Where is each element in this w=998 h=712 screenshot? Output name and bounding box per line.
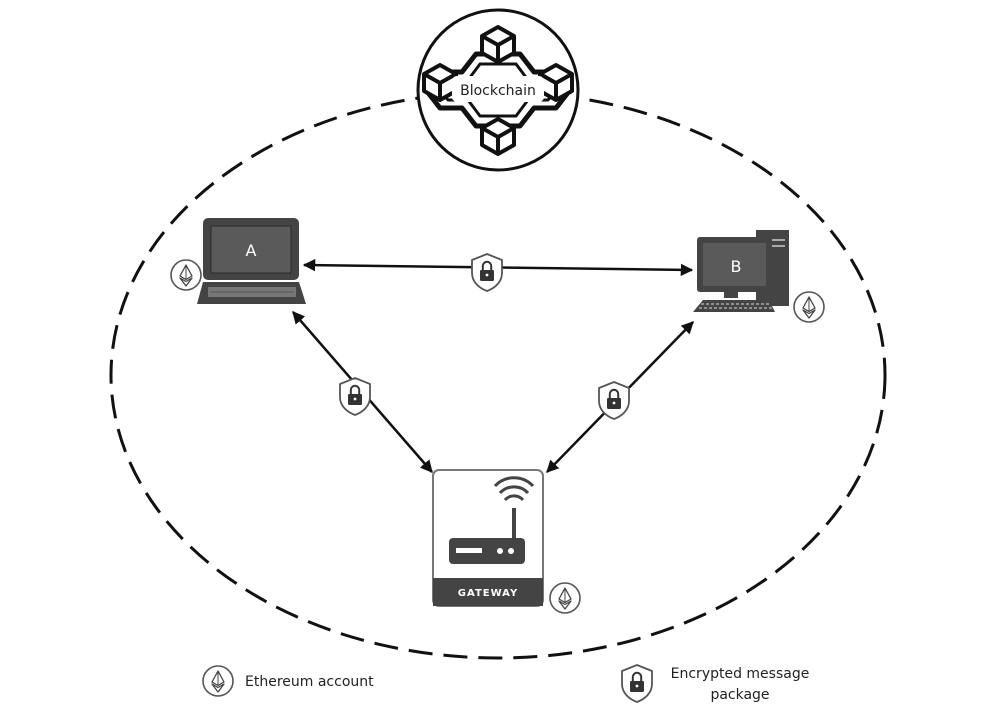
legend-encrypted-label-line2: package (710, 687, 769, 703)
legend: Ethereum account Encrypted message packa… (202, 664, 810, 703)
ethereum-icon-b (793, 291, 825, 323)
laptop-a: A (197, 218, 306, 304)
ethereum-icon-a (170, 259, 202, 291)
gateway-label: GATEWAY (458, 588, 518, 599)
legend-ethereum-icon (202, 665, 234, 697)
encrypted-icon-a-gateway (339, 377, 371, 416)
node-a-label: A (246, 241, 257, 260)
encrypted-icon-b-gateway (598, 381, 630, 420)
blockchain-label: Blockchain (460, 83, 536, 99)
blockchain-node: Blockchain (416, 8, 580, 172)
legend-encrypted-icon (621, 664, 653, 703)
encrypted-icon-a-b (471, 253, 503, 292)
ethereum-icon-gateway (549, 582, 581, 614)
gateway-device: GATEWAY (432, 469, 544, 607)
node-b-label: B (731, 257, 742, 276)
legend-encrypted-label-line1: Encrypted message (671, 666, 810, 682)
legend-ethereum-label: Ethereum account (245, 674, 374, 690)
desktop-b: B (693, 230, 789, 312)
